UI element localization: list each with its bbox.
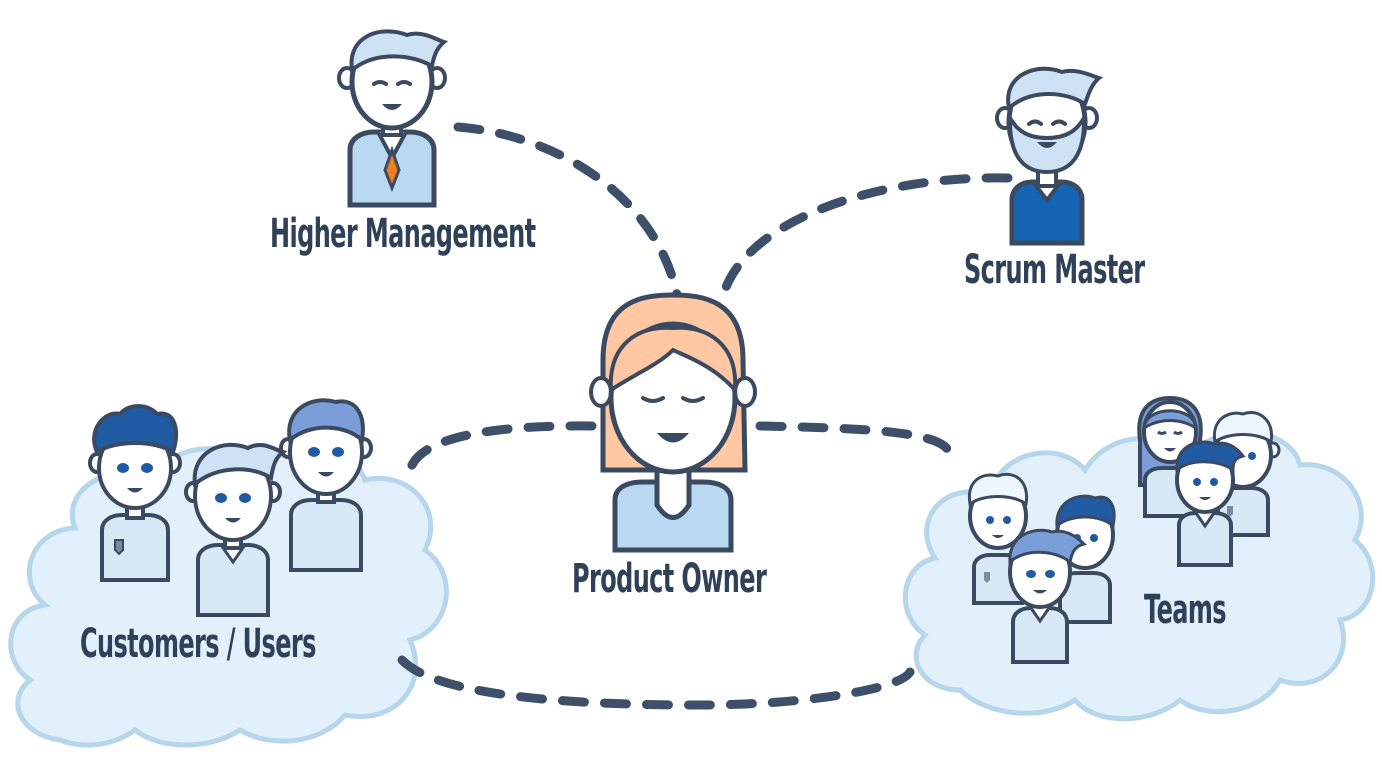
teams-group <box>967 395 1281 664</box>
product-owner-figure <box>589 292 757 553</box>
teams-label: Teams <box>1144 587 1227 633</box>
connector-customers-teams <box>397 655 915 710</box>
product-owner-label: Product Owner <box>572 556 767 602</box>
connectors <box>397 122 1013 710</box>
higher-management-label: Higher Management <box>270 211 536 257</box>
team-member <box>967 472 1029 605</box>
connector-po-customers <box>405 421 597 475</box>
customers-users-label: Customers / Users <box>80 621 316 667</box>
team-member <box>1008 528 1087 664</box>
customer-person <box>88 404 182 582</box>
customer-person <box>279 398 373 572</box>
connector-po-teams <box>755 421 953 455</box>
team-member <box>1175 440 1246 567</box>
scrum-master-figure <box>995 66 1104 246</box>
connector-po-scrum-master <box>717 173 1013 305</box>
connector-po-higher-management <box>453 122 683 305</box>
higher-management-figure <box>337 29 449 208</box>
customers-group <box>88 398 373 617</box>
customer-person <box>184 442 288 617</box>
scrum-master-label: Scrum Master <box>964 247 1145 293</box>
team-member <box>1055 494 1116 624</box>
